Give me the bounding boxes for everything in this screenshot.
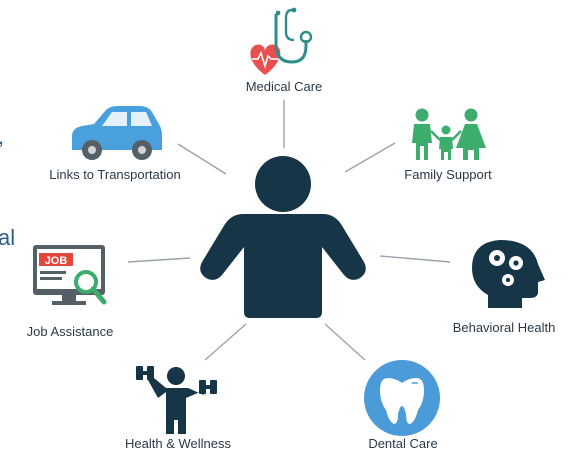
family-support-label: Family Support	[404, 167, 492, 182]
behavioral-health-label: Behavioral Health	[453, 320, 556, 335]
spokes	[127, 100, 451, 361]
transport-label: Links to Transportation	[49, 167, 181, 182]
medical-care-label: Medical Care	[246, 79, 323, 94]
medical-care-icon	[250, 7, 313, 75]
spoke-transport	[177, 143, 227, 175]
job-sign-text: JOB	[45, 255, 68, 267]
health-wellness-icon	[136, 366, 217, 434]
cut-text-al: al	[0, 225, 15, 250]
job-assistance-icon: JOB	[33, 245, 107, 305]
spoke-dental	[324, 323, 366, 361]
cut-text-comma: ,	[0, 124, 4, 149]
job-assistance-label: Job Assistance	[27, 324, 114, 339]
behavioral-health-icon	[472, 240, 545, 308]
spoke-job	[127, 257, 191, 263]
spoke-behavioral	[379, 255, 451, 263]
dental-care-label: Dental Care	[368, 436, 437, 451]
car-icon	[72, 106, 162, 160]
dental-care-icon	[364, 360, 440, 436]
health-wellness-label: Health & Wellness	[125, 436, 231, 451]
spoke-family	[344, 142, 396, 173]
family-icon	[412, 108, 486, 160]
spoke-health	[204, 323, 247, 361]
person-icon	[200, 156, 366, 318]
